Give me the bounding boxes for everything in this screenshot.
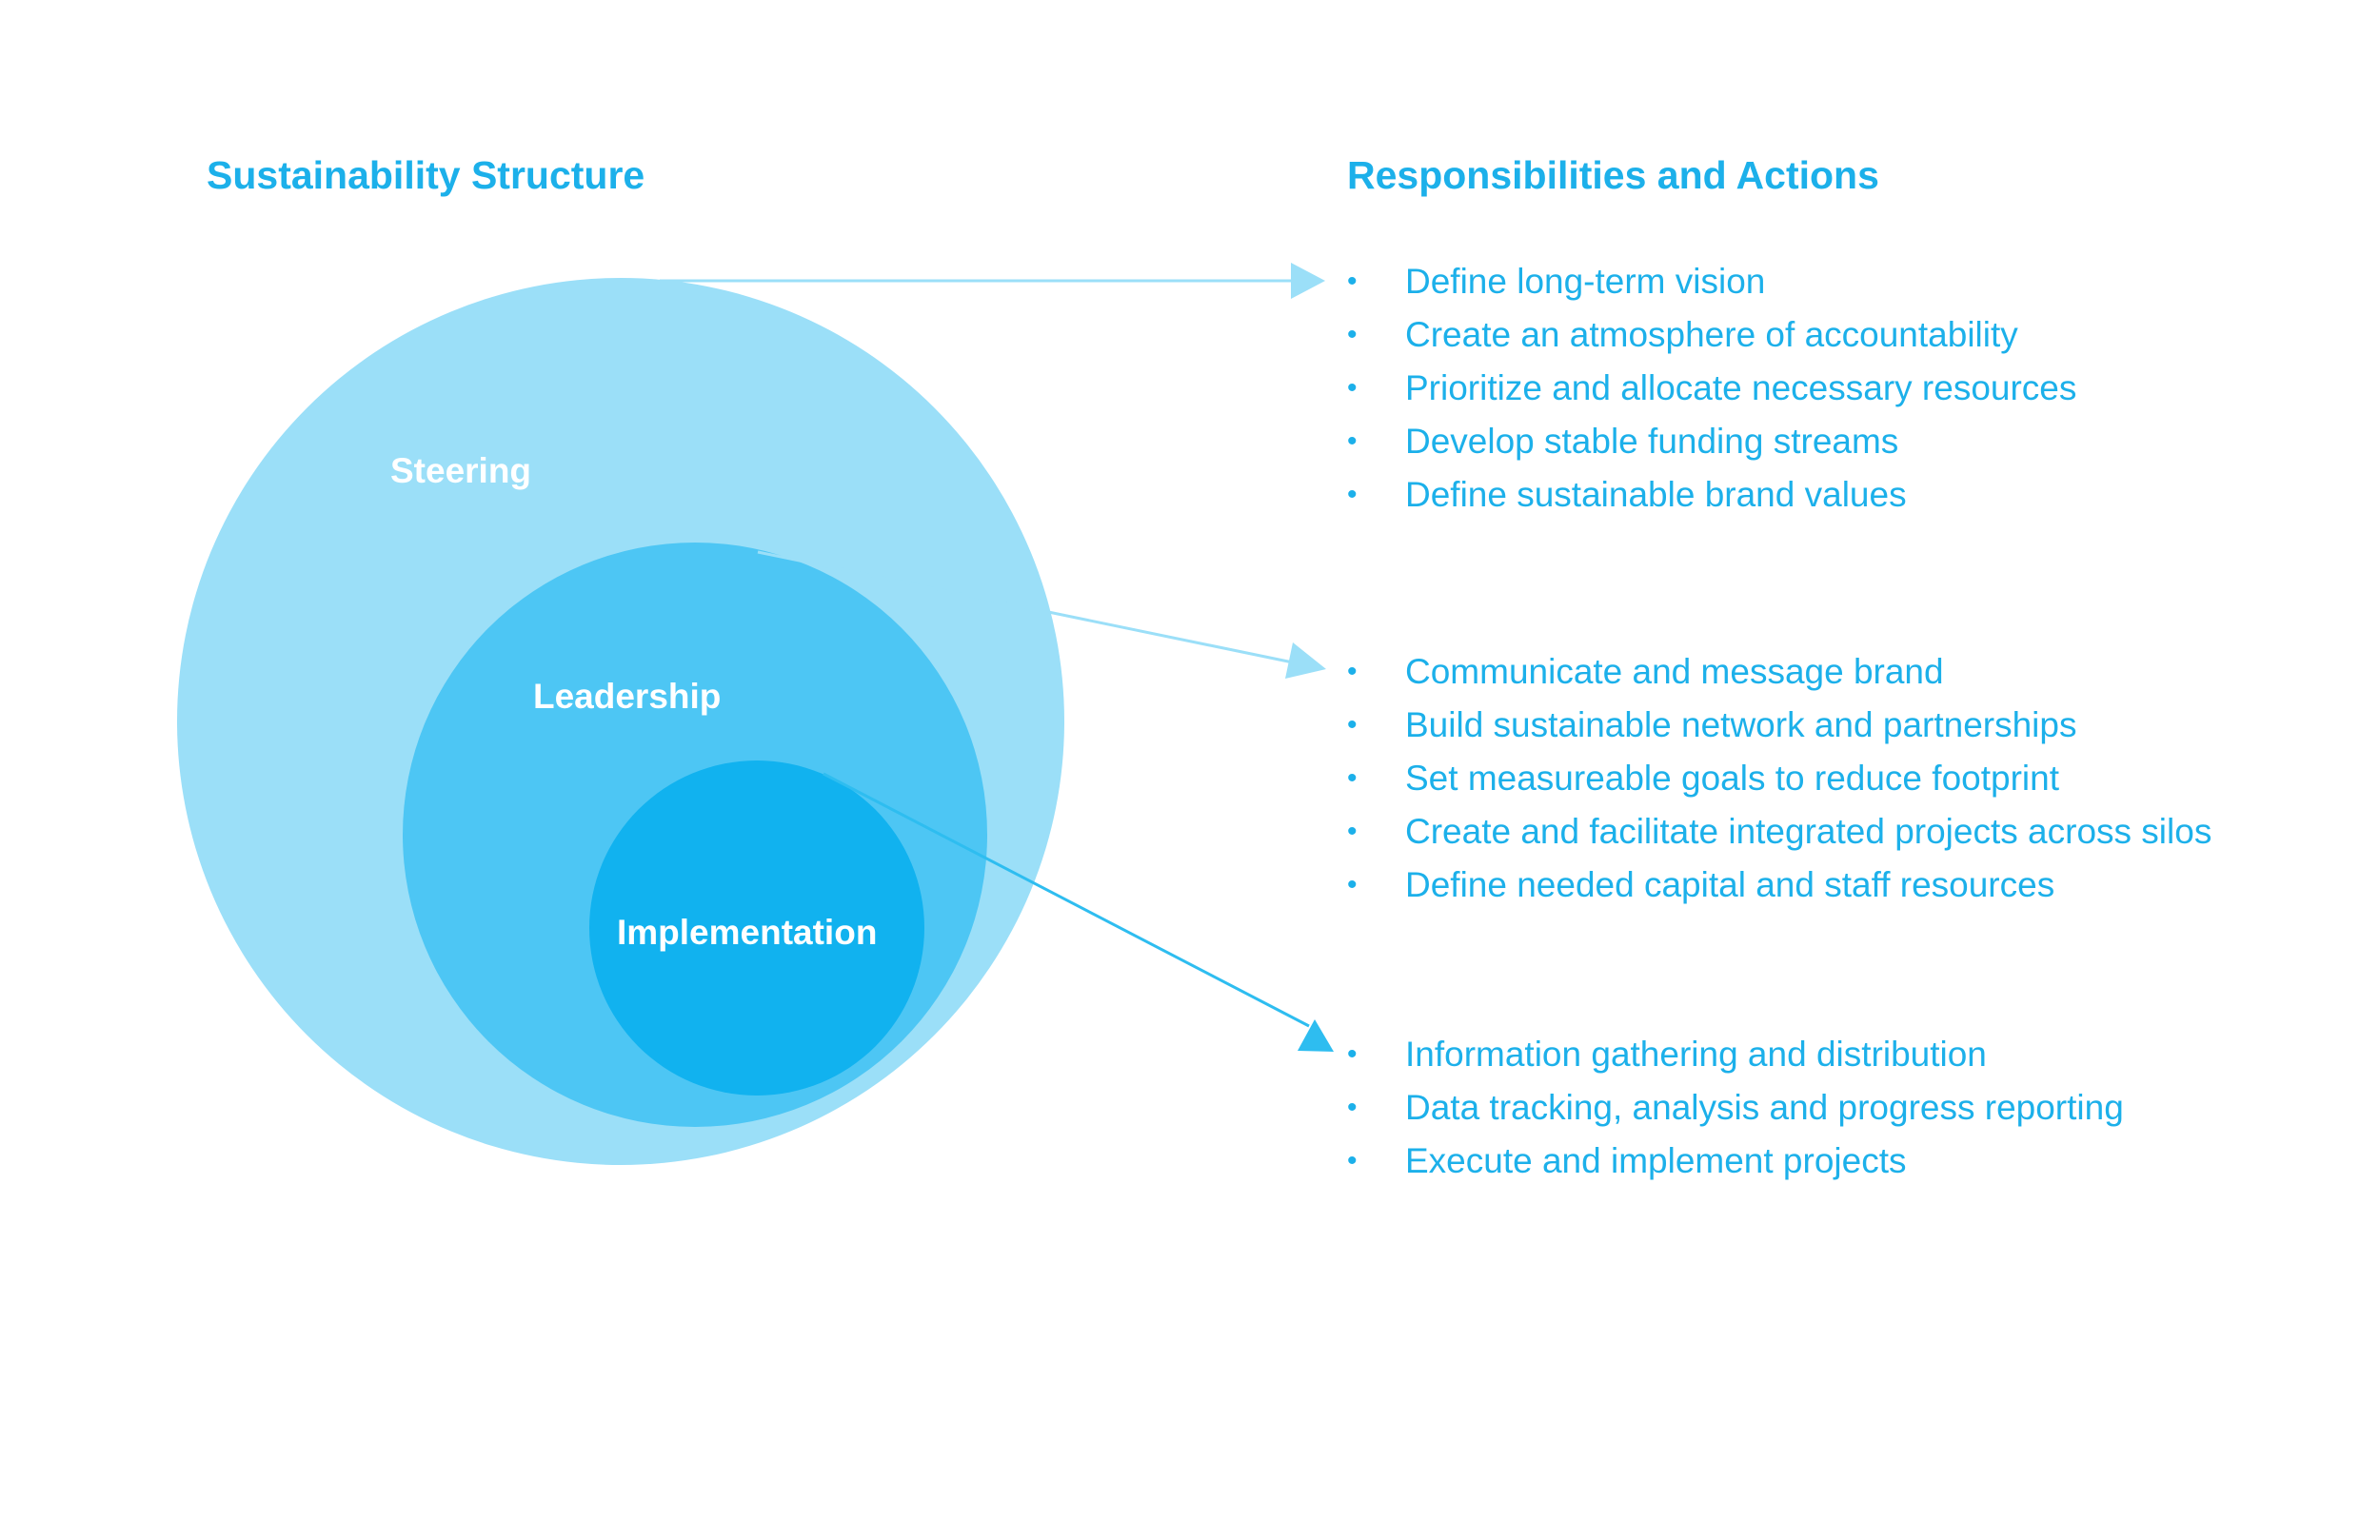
implementation-circle bbox=[589, 760, 924, 1096]
list-item: •Data tracking, analysis and progress re… bbox=[1347, 1081, 2124, 1135]
steering-actions-list: •Define long-term vision •Create an atmo… bbox=[1347, 255, 2076, 522]
list-item: •Build sustainable network and partnersh… bbox=[1347, 699, 2211, 752]
bullet-icon: • bbox=[1347, 762, 1358, 794]
leadership-arrow bbox=[757, 550, 1326, 679]
bullet-icon: • bbox=[1347, 1145, 1358, 1176]
list-item: •Communicate and message brand bbox=[1347, 645, 2211, 699]
steering-arrow bbox=[660, 263, 1325, 299]
leadership-label: Leadership bbox=[533, 677, 721, 716]
bullet-icon: • bbox=[1347, 816, 1358, 847]
steering-label: Steering bbox=[390, 451, 531, 490]
list-item: •Execute and implement projects bbox=[1347, 1135, 2124, 1188]
bullet-icon: • bbox=[1347, 709, 1358, 740]
leadership-actions-list: •Communicate and message brand •Build su… bbox=[1347, 645, 2211, 912]
list-item: •Develop stable funding streams bbox=[1347, 415, 2076, 468]
bullet-icon: • bbox=[1347, 319, 1358, 350]
responsibilities-heading: Responsibilities and Actions bbox=[1347, 153, 1879, 197]
bullet-icon: • bbox=[1347, 479, 1358, 510]
bullet-icon: • bbox=[1347, 1038, 1358, 1070]
bullet-icon: • bbox=[1347, 425, 1358, 457]
list-item: •Information gathering and distribution bbox=[1347, 1028, 2124, 1081]
list-item: •Define needed capital and staff resourc… bbox=[1347, 859, 2211, 912]
list-item: •Define sustainable brand values bbox=[1347, 468, 2076, 522]
list-item: •Create and facilitate integrated projec… bbox=[1347, 805, 2211, 859]
bullet-icon: • bbox=[1347, 266, 1358, 297]
bullet-icon: • bbox=[1347, 869, 1358, 900]
implementation-actions-list: •Information gathering and distribution … bbox=[1347, 1028, 2124, 1188]
implementation-arrow bbox=[823, 772, 1334, 1052]
list-item: •Set measureable goals to reduce footpri… bbox=[1347, 752, 2211, 805]
structure-heading: Sustainability Structure bbox=[207, 153, 645, 197]
implementation-label: Implementation bbox=[617, 913, 877, 952]
bullet-icon: • bbox=[1347, 656, 1358, 687]
bullet-icon: • bbox=[1347, 372, 1358, 404]
list-item: •Define long-term vision bbox=[1347, 255, 2076, 308]
list-item: •Prioritize and allocate necessary resou… bbox=[1347, 362, 2076, 415]
bullet-icon: • bbox=[1347, 1092, 1358, 1123]
list-item: •Create an atmosphere of accountability bbox=[1347, 308, 2076, 362]
